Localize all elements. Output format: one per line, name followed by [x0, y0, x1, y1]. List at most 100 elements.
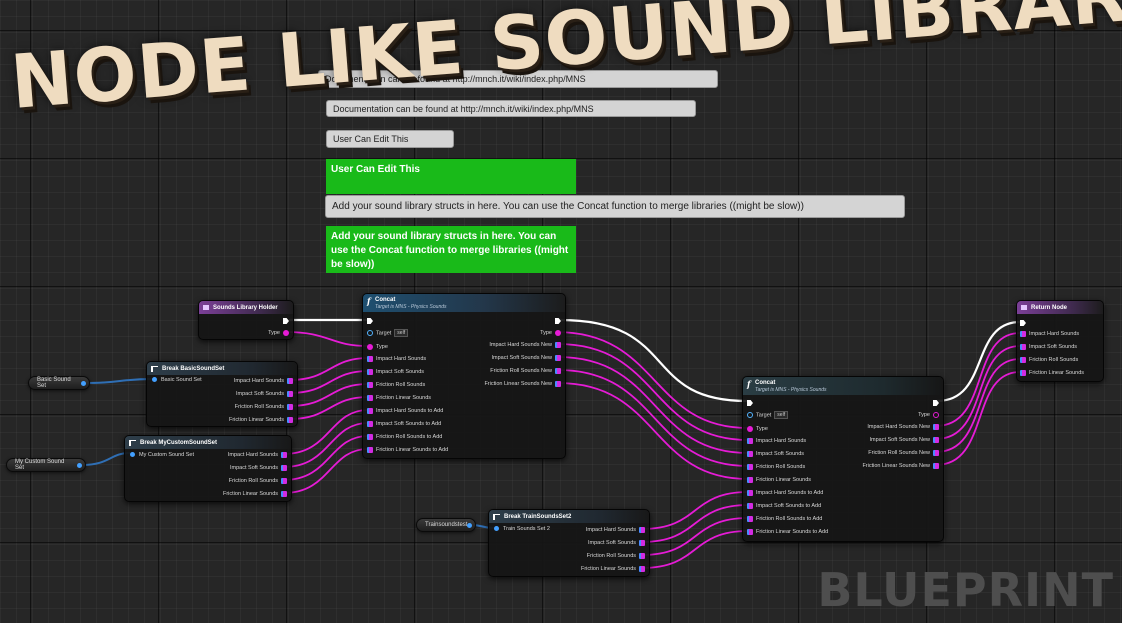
array-pin-icon[interactable] [639, 553, 645, 559]
array-pin-icon[interactable] [747, 516, 753, 522]
array-pin-icon[interactable] [747, 464, 753, 470]
array-pin-icon[interactable] [287, 404, 293, 410]
array-pin-icon[interactable] [555, 368, 561, 374]
pin-icon[interactable] [933, 412, 939, 418]
comment-sound-library-green[interactable]: Add your sound library structs in here. … [326, 226, 576, 273]
exec-arrow-icon[interactable] [1020, 320, 1026, 326]
array-out-pin[interactable]: Impact Soft Sounds [588, 539, 645, 547]
array-pin-icon[interactable] [367, 447, 373, 453]
exec-arrow-icon[interactable] [555, 318, 561, 324]
type-in-pin[interactable]: Type [747, 425, 768, 433]
array-pin-icon[interactable] [287, 378, 293, 384]
array-in-pin[interactable]: Impact Soft Sounds [1020, 343, 1077, 351]
pin-icon[interactable] [130, 452, 135, 457]
pin-icon[interactable] [747, 412, 753, 418]
array-pin-icon[interactable] [1020, 370, 1026, 376]
pin-icon[interactable] [555, 330, 561, 336]
exec-arrow-icon[interactable] [283, 318, 289, 324]
array-pin-icon[interactable] [287, 391, 293, 397]
array-in-pin[interactable]: Impact Hard Sounds to Add [747, 489, 823, 497]
array-in-pin[interactable]: Friction Linear Sounds to Add [367, 446, 448, 454]
array-out-pin[interactable]: Impact Soft Sounds [236, 390, 293, 398]
array-pin-icon[interactable] [367, 382, 373, 388]
array-pin-icon[interactable] [747, 451, 753, 457]
array-pin-icon[interactable] [1020, 331, 1026, 337]
array-pin-icon[interactable] [367, 434, 373, 440]
array-in-pin[interactable]: Friction Roll Sounds to Add [367, 433, 442, 441]
node-header[interactable]: f Concat Target is MNS - Physics Sounds [363, 294, 565, 312]
array-pin-icon[interactable] [639, 527, 645, 533]
self-box[interactable]: self [394, 329, 409, 337]
var-basic-sound-set[interactable]: Basic Sound Set [28, 376, 90, 390]
type-out-pin[interactable]: Type [540, 329, 561, 337]
array-pin-icon[interactable] [747, 477, 753, 483]
array-out-pin[interactable]: Impact Soft Sounds New [491, 354, 561, 362]
pin-icon[interactable] [152, 377, 157, 382]
exec-arrow-icon[interactable] [933, 400, 939, 406]
struct-in-pin[interactable]: My Custom Sound Set [130, 451, 194, 459]
node-concat-2[interactable]: f Concat Target is MNS - Physics Sounds … [742, 376, 944, 542]
array-pin-icon[interactable] [367, 356, 373, 362]
array-in-pin[interactable]: Impact Soft Sounds to Add [747, 502, 821, 510]
array-pin-icon[interactable] [747, 503, 753, 509]
array-pin-icon[interactable] [281, 491, 287, 497]
array-out-pin[interactable]: Impact Hard Sounds [234, 377, 293, 385]
array-pin-icon[interactable] [933, 437, 939, 443]
array-pin-icon[interactable] [281, 452, 287, 458]
array-in-pin[interactable]: Impact Hard Sounds [367, 355, 426, 363]
node-header[interactable]: Break BasicSoundSet [147, 362, 297, 375]
pin-icon[interactable] [747, 426, 753, 432]
array-out-pin[interactable]: Friction Roll Sounds New [868, 449, 939, 457]
node-break-my-custom-sound-set[interactable]: Break MyCustomSoundSet My Custom Sound S… [124, 435, 292, 502]
array-out-pin[interactable]: Friction Linear Sounds [223, 490, 287, 498]
comment-documentation-2[interactable]: Documentation can be found at http://mnc… [326, 100, 696, 117]
node-concat-1[interactable]: f Concat Target is MNS - Physics Sounds … [362, 293, 566, 459]
pin-icon[interactable] [494, 526, 499, 531]
array-in-pin[interactable]: Impact Soft Sounds [747, 450, 804, 458]
node-header[interactable]: f Concat Target is MNS - Physics Sounds [743, 377, 943, 395]
node-header[interactable]: Sounds Library Holder [199, 301, 293, 314]
array-in-pin[interactable]: Friction Linear Sounds [747, 476, 811, 484]
array-pin-icon[interactable] [555, 381, 561, 387]
pin-icon[interactable] [367, 344, 373, 350]
comment-documentation-1[interactable]: Documentation can be found at http://mnc… [318, 70, 718, 88]
array-pin-icon[interactable] [367, 369, 373, 375]
var-trainsoundstest[interactable]: Trainsoundstest [416, 518, 476, 532]
array-in-pin[interactable]: Impact Soft Sounds to Add [367, 420, 441, 428]
array-pin-icon[interactable] [933, 463, 939, 469]
type-in-pin[interactable]: Type [367, 343, 388, 351]
node-header[interactable]: Return Node [1017, 301, 1103, 314]
exec-arrow-icon[interactable] [367, 318, 373, 324]
array-in-pin[interactable]: Impact Soft Sounds [367, 368, 424, 376]
array-in-pin[interactable]: Friction Linear Sounds [1020, 369, 1084, 377]
comment-user-edit-green[interactable]: User Can Edit This [326, 159, 576, 194]
array-pin-icon[interactable] [287, 417, 293, 423]
node-header[interactable]: Break MyCustomSoundSet [125, 436, 291, 449]
array-out-pin[interactable]: Friction Roll Sounds [587, 552, 645, 560]
array-out-pin[interactable]: Friction Linear Sounds New [862, 462, 939, 470]
pin-icon[interactable] [283, 330, 289, 336]
array-in-pin[interactable]: Impact Hard Sounds to Add [367, 407, 443, 415]
array-out-pin[interactable]: Impact Hard Sounds [228, 451, 287, 459]
array-out-pin[interactable]: Friction Roll Sounds [235, 403, 293, 411]
array-pin-icon[interactable] [367, 395, 373, 401]
array-pin-icon[interactable] [367, 408, 373, 414]
array-out-pin[interactable]: Impact Hard Sounds [586, 526, 645, 534]
type-out-pin[interactable]: Type [268, 329, 289, 337]
array-pin-icon[interactable] [933, 450, 939, 456]
node-sounds-library-holder[interactable]: Sounds Library Holder Type [198, 300, 294, 340]
node-return[interactable]: Return Node Impact Hard Sounds Impact So… [1016, 300, 1104, 382]
array-out-pin[interactable]: Impact Hard Sounds New [867, 423, 939, 431]
array-pin-icon[interactable] [747, 529, 753, 535]
var-my-custom-sound-set[interactable]: My Custom Sound Set [6, 458, 86, 472]
array-in-pin[interactable]: Friction Roll Sounds [367, 381, 425, 389]
node-break-basic-sound-set[interactable]: Break BasicSoundSet Basic Sound Set Impa… [146, 361, 298, 427]
array-pin-icon[interactable] [933, 424, 939, 430]
struct-in-pin[interactable]: Basic Sound Set [152, 376, 202, 384]
exec-arrow-icon[interactable] [747, 400, 753, 406]
array-out-pin[interactable]: Impact Soft Sounds [230, 464, 287, 472]
array-pin-icon[interactable] [1020, 344, 1026, 350]
comment-sound-library-gray[interactable]: Add your sound library structs in here. … [325, 195, 905, 218]
